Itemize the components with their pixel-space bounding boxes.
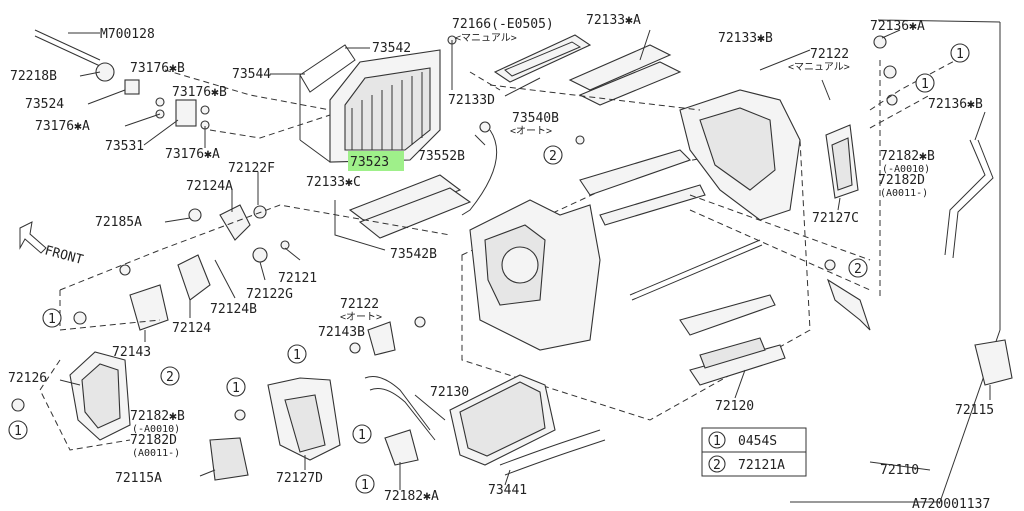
legend-part: 72121A <box>738 458 785 473</box>
leader-lines <box>59 29 991 490</box>
part-label: 72122 <box>340 297 379 312</box>
part-label-note: (A0011-) <box>132 448 180 459</box>
right-side-parts <box>575 35 1013 386</box>
assembly-frame <box>790 19 1001 503</box>
part-label: 73523 <box>350 155 389 170</box>
front-arrow-icon <box>19 221 47 254</box>
legend-key: 1 <box>713 434 721 449</box>
part-label: 72126 <box>8 371 47 386</box>
part-label: 72120 <box>715 399 754 414</box>
callout-1: 1 <box>48 312 56 327</box>
air-filter-group <box>299 44 441 171</box>
part-label: 73176✱B <box>130 61 185 76</box>
callout-1: 1 <box>232 381 240 396</box>
callout-1: 1 <box>956 47 964 62</box>
part-labels: M700128 72218B 73176✱B 73524 73176✱B 731… <box>8 13 994 511</box>
part-label-note: (A0011-) <box>880 188 928 199</box>
part-label: 72124B <box>210 302 257 317</box>
part-label: 73552B <box>418 149 465 164</box>
part-label: 72182✱B <box>130 409 185 424</box>
part-label: 73176✱A <box>165 147 220 162</box>
part-label: 72133✱B <box>718 31 773 46</box>
callout-1: 1 <box>361 478 369 493</box>
part-label: 72133D <box>448 93 495 108</box>
part-label: 72110 <box>880 463 919 478</box>
callout-2: 2 <box>854 262 862 277</box>
heater-housing <box>461 89 811 421</box>
part-label: 73531 <box>105 139 144 154</box>
callout-1: 1 <box>14 424 22 439</box>
part-label-note: (-A0010) <box>132 424 180 435</box>
part-number-highlight <box>348 151 404 171</box>
part-label: 73544 <box>232 67 271 82</box>
part-label: 72130 <box>430 385 469 400</box>
part-label: 72122 <box>810 47 849 62</box>
part-label: 72115 <box>955 403 994 418</box>
legend-table: 1 0454S 2 72121A <box>701 427 807 477</box>
part-label: M700128 <box>100 27 155 42</box>
part-label: 72136✱B <box>928 97 983 112</box>
part-label: 72133✱A <box>586 13 641 28</box>
part-label: 72122F <box>228 161 275 176</box>
part-label: 73524 <box>25 97 64 112</box>
diagram-id: A720001137 <box>912 497 990 511</box>
heater-core <box>364 374 606 476</box>
part-label: 73441 <box>488 483 527 498</box>
part-label: 72127C <box>812 211 859 226</box>
part-label: 72136✱A <box>870 19 925 34</box>
part-label: 72182D <box>878 173 925 188</box>
part-label: 72127D <box>276 471 323 486</box>
callout-1: 1 <box>921 77 929 92</box>
part-label: 72185A <box>95 215 142 230</box>
part-label: 72182✱A <box>384 489 439 504</box>
callout-2: 2 <box>166 370 174 385</box>
part-label: 72166(-E0505) <box>452 17 554 32</box>
part-label: 72218B <box>10 69 57 84</box>
callout-2: 2 <box>549 149 557 164</box>
callout-1: 1 <box>358 428 366 443</box>
legend-part: 0454S <box>738 434 777 449</box>
part-label: 72182✱B <box>880 149 935 164</box>
part-label: 72143 <box>112 345 151 360</box>
part-label: 73542B <box>390 247 437 262</box>
part-label: 72124A <box>186 179 233 194</box>
part-label-note: (-A0010) <box>882 164 930 175</box>
lower-frames <box>334 174 472 251</box>
part-label: 72122G <box>246 287 293 302</box>
part-label-note: <マニュアル> <box>455 33 517 44</box>
mid-parts <box>349 35 498 356</box>
part-label: 73542 <box>372 41 411 56</box>
part-label: 73176✱A <box>35 119 90 134</box>
part-label: 72124 <box>172 321 211 336</box>
part-label: 72115A <box>115 471 162 486</box>
part-label: 72121 <box>278 271 317 286</box>
small-parts-top-left <box>34 29 331 139</box>
callout-1: 1 <box>293 348 301 363</box>
seal-frames <box>469 34 701 111</box>
part-label: 73540B <box>512 111 559 126</box>
part-label: 72143B <box>318 325 365 340</box>
part-label: 73176✱B <box>172 85 227 100</box>
part-label-note: <マニュアル> <box>788 62 850 73</box>
part-label: 72182D <box>130 433 177 448</box>
legend-key: 2 <box>713 458 721 473</box>
part-label-note: <オート> <box>340 311 382 323</box>
part-label: 72133✱C <box>306 175 361 190</box>
part-label-note: <オート> <box>510 125 552 137</box>
actuator-group <box>59 204 451 331</box>
blower-housing <box>11 351 341 481</box>
callout-markers: 1 1 2 2 1 1 2 1 1 1 1 <box>8 43 970 494</box>
front-label: FRONT <box>43 243 85 268</box>
